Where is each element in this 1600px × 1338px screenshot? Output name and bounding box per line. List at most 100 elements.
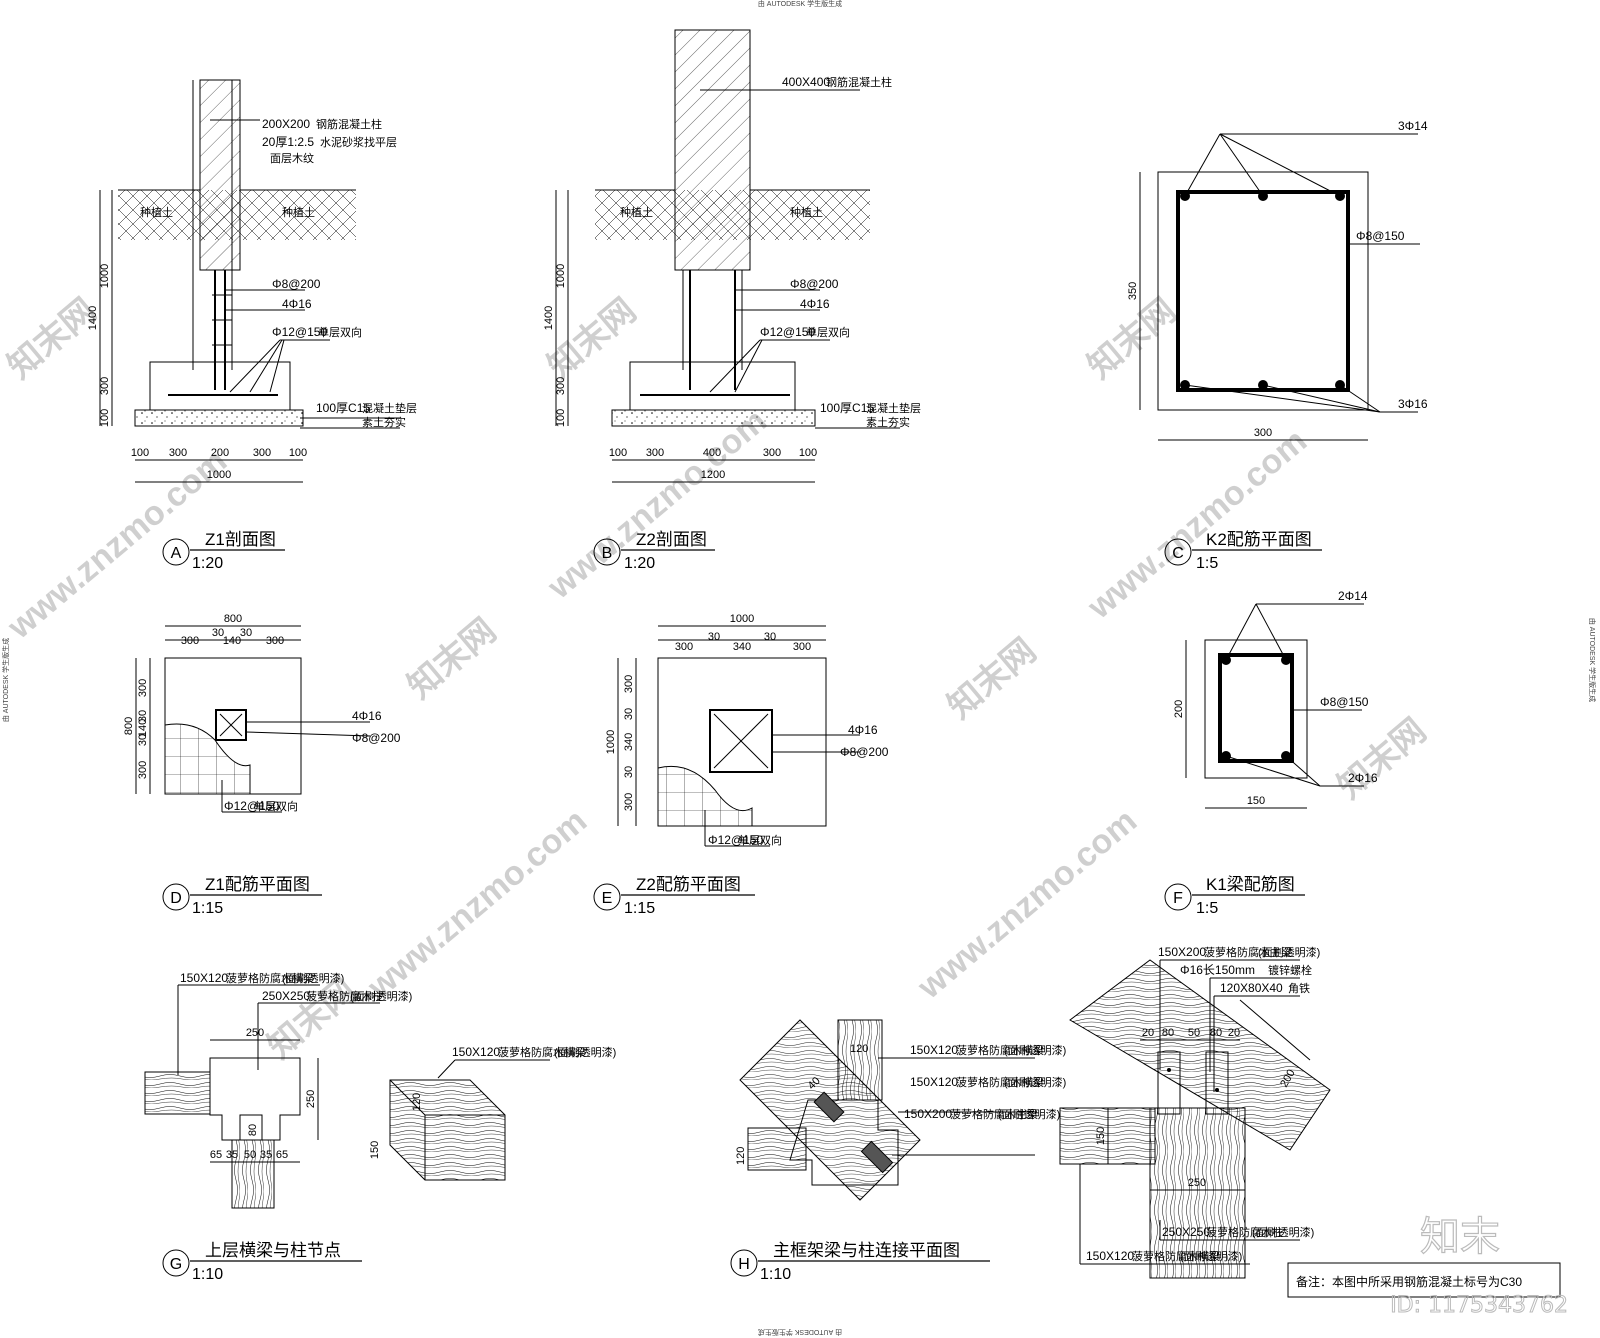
svg-text:300: 300 xyxy=(1254,427,1272,439)
svg-text:65: 65 xyxy=(276,1149,288,1161)
svg-text:菠萝格防腐木横梁: 菠萝格防腐木横梁 xyxy=(956,1075,1044,1089)
detail-i-connection: 150X200 菠萝格防腐木主梁 (面刷透明漆) Φ16长150mm 镀锌螺栓 … xyxy=(1059,945,1331,1279)
svg-text:单层双向: 单层双向 xyxy=(806,325,850,339)
svg-text:350: 350 xyxy=(1127,282,1139,300)
side-text-left: 由 AUTODESK 学生版生成 xyxy=(1,638,10,722)
svg-text:250: 250 xyxy=(246,1027,264,1039)
svg-text:1000: 1000 xyxy=(605,730,617,754)
svg-text:300: 300 xyxy=(763,447,781,459)
svg-text:素土夯实: 素土夯实 xyxy=(362,415,406,429)
title-g: 上层横梁与柱节点 xyxy=(205,1241,341,1260)
svg-text:250: 250 xyxy=(1188,1177,1206,1189)
svg-text:单层双向: 单层双向 xyxy=(254,799,298,813)
svg-text:钢筋混凝土柱: 钢筋混凝土柱 xyxy=(316,117,382,131)
svg-text:120X80X40: 120X80X40 xyxy=(1220,981,1283,995)
svg-text:340: 340 xyxy=(623,733,635,751)
svg-text:150X120: 150X120 xyxy=(180,971,228,985)
svg-text:1200: 1200 xyxy=(701,469,725,481)
svg-text:250: 250 xyxy=(305,1090,317,1108)
side-text-right: 由 AUTODESK 学生版生成 xyxy=(1588,618,1597,702)
svg-text:100: 100 xyxy=(609,447,627,459)
title-h: 主框架梁与柱连接平面图 xyxy=(773,1241,960,1260)
title-b: Z2剖面图 xyxy=(636,530,707,549)
svg-text:150X200: 150X200 xyxy=(1158,945,1206,959)
svg-text:150X120: 150X120 xyxy=(1086,1249,1134,1263)
svg-text:1000: 1000 xyxy=(207,469,231,481)
svg-text:www.znzmo.com: www.znzmo.com xyxy=(360,802,594,1007)
svg-text:www.znzmo.com: www.znzmo.com xyxy=(910,802,1144,1007)
svg-text:80: 80 xyxy=(247,1124,259,1136)
svg-text:2Φ14: 2Φ14 xyxy=(1338,589,1368,603)
svg-text:20: 20 xyxy=(1142,1027,1154,1039)
svg-text:20: 20 xyxy=(1228,1027,1240,1039)
svg-text:100: 100 xyxy=(131,447,149,459)
svg-text:H: H xyxy=(738,1256,750,1273)
svg-text:(面刷透明漆): (面刷透明漆) xyxy=(282,972,344,985)
svg-text:150X120: 150X120 xyxy=(910,1043,958,1057)
svg-text:Φ8@150: Φ8@150 xyxy=(1320,695,1369,709)
svg-text:300: 300 xyxy=(675,641,693,653)
detail-d-z1-plan: 4Φ16 Φ8@200 Φ12@150 单层双向 800 300 30 140 … xyxy=(123,613,401,917)
svg-text:20厚1:2.5: 20厚1:2.5 xyxy=(262,135,314,149)
svg-text:250X250: 250X250 xyxy=(1162,1225,1210,1239)
svg-text:200X200: 200X200 xyxy=(262,117,310,131)
svg-text:30: 30 xyxy=(623,766,635,778)
svg-text:F: F xyxy=(1173,890,1183,907)
svg-text:种植土: 种植土 xyxy=(620,205,653,219)
svg-text:30: 30 xyxy=(708,631,720,643)
svg-text:4Φ16: 4Φ16 xyxy=(282,297,312,311)
title-f: K1梁配筋图 xyxy=(1206,875,1295,894)
detail-g-beam-joint: 150X120 菠萝格防腐木横梁 (面刷透明漆) 250X250 菠萝格防腐木柱… xyxy=(144,971,616,1283)
svg-text:35: 35 xyxy=(226,1149,238,1161)
svg-text:400: 400 xyxy=(703,447,721,459)
detail-a-z1-section: 200X200 钢筋混凝土柱 20厚1:2.5 水泥砂浆找平层 面层木纹 种植土… xyxy=(87,79,417,572)
svg-text:Φ8@200: Φ8@200 xyxy=(790,277,839,291)
svg-text:1:15: 1:15 xyxy=(192,900,223,917)
svg-text:4Φ16: 4Φ16 xyxy=(800,297,830,311)
svg-text:120: 120 xyxy=(850,1043,868,1055)
svg-text:300: 300 xyxy=(266,635,284,647)
svg-text:菠萝格防腐木横梁: 菠萝格防腐木横梁 xyxy=(956,1043,1044,1057)
svg-text:(面刷透明漆): (面刷透明漆) xyxy=(554,1046,616,1059)
brand-logo: 知末 xyxy=(1420,1214,1500,1260)
title-e: Z2配筋平面图 xyxy=(636,875,741,894)
svg-text:Φ8@200: Φ8@200 xyxy=(352,731,401,745)
svg-text:1000: 1000 xyxy=(555,264,567,288)
svg-text:340: 340 xyxy=(733,641,751,653)
svg-text:100: 100 xyxy=(289,447,307,459)
svg-text:150X120: 150X120 xyxy=(910,1075,958,1089)
svg-text:30: 30 xyxy=(137,710,149,722)
svg-text:Φ12@150: Φ12@150 xyxy=(272,325,327,339)
svg-text:300: 300 xyxy=(555,377,567,395)
svg-text:种植土: 种植土 xyxy=(790,205,823,219)
detail-h-frame-plan: 150X120 菠萝格防腐木横梁 (面刷透明漆) 150X120 菠萝格防腐木横… xyxy=(730,1019,1066,1283)
svg-text:(面刷透明漆): (面刷透明漆) xyxy=(1004,1076,1066,1089)
svg-text:300: 300 xyxy=(793,641,811,653)
svg-text:www.znzmo.com: www.znzmo.com xyxy=(540,402,774,607)
svg-text:1:20: 1:20 xyxy=(624,555,655,572)
svg-text:混凝土垫层: 混凝土垫层 xyxy=(866,401,921,415)
svg-text:G: G xyxy=(170,1256,182,1273)
svg-text:A: A xyxy=(171,545,182,562)
svg-text:Φ8@150: Φ8@150 xyxy=(1356,229,1405,243)
svg-text:www.znzmo.com: www.znzmo.com xyxy=(0,442,234,647)
svg-text:角铁: 角铁 xyxy=(1288,982,1310,995)
svg-text:140: 140 xyxy=(223,635,241,647)
svg-text:30: 30 xyxy=(623,708,635,720)
svg-text:30: 30 xyxy=(240,627,252,639)
svg-text:30: 30 xyxy=(764,631,776,643)
svg-text:300: 300 xyxy=(137,679,149,697)
svg-text:www.znzmo.com: www.znzmo.com xyxy=(1080,422,1314,627)
svg-text:素土夯实: 素土夯实 xyxy=(866,415,910,429)
svg-text:知末网: 知末网 xyxy=(1331,711,1434,806)
svg-text:300: 300 xyxy=(169,447,187,459)
svg-text:100厚C15: 100厚C15 xyxy=(316,401,370,415)
svg-text:150: 150 xyxy=(1095,1127,1107,1145)
svg-text:150X200: 150X200 xyxy=(904,1107,952,1121)
svg-text:镀锌螺栓: 镀锌螺栓 xyxy=(1268,963,1312,977)
detail-b-z2-section: 400X400 钢筋混凝土柱 种植土 种植土 Φ8@200 4Φ16 Φ12@1… xyxy=(543,29,921,572)
svg-text:Φ12@150: Φ12@150 xyxy=(708,833,763,847)
svg-text:150: 150 xyxy=(1247,795,1265,807)
svg-text:1000: 1000 xyxy=(730,613,754,625)
svg-text:知末网: 知末网 xyxy=(941,631,1044,726)
